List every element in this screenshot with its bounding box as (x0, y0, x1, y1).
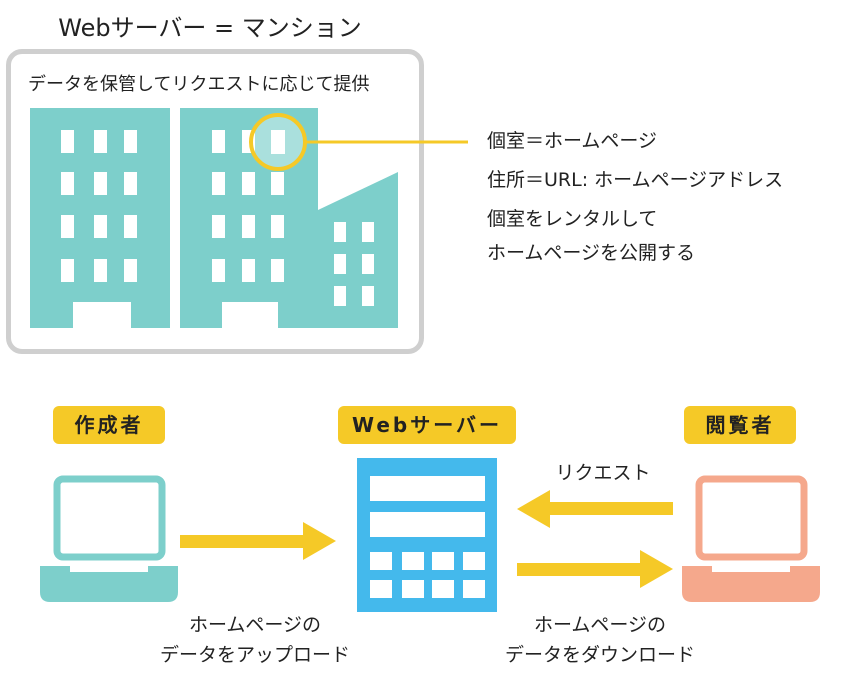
building-right (318, 172, 398, 328)
room-highlight (249, 113, 468, 171)
upload-arrow (180, 522, 336, 560)
download-label: ホームページの データをダウンロード (480, 610, 720, 670)
viewer-tag: 閲覧者 (684, 406, 796, 444)
download-label-line1: ホームページの (533, 614, 667, 636)
upload-label-line2: データをアップロード (159, 644, 350, 666)
server-tag: Webサーバー (338, 406, 516, 444)
upload-label: ホームページの データをアップロード (135, 610, 375, 670)
building-left (30, 108, 170, 328)
request-arrow (517, 490, 673, 528)
upload-label-line1: ホームページの (188, 614, 322, 636)
diagram-title: Webサーバー = マンション (58, 14, 362, 42)
note-address: 住所＝URL: ホームページアドレス (487, 169, 784, 191)
frame-caption: データを保管してリクエストに応じて提供 (28, 74, 370, 95)
note-rental: 個室をレンタルして (487, 208, 658, 230)
download-arrow (517, 550, 673, 588)
request-label: リクエスト (555, 462, 651, 484)
viewer-laptop-icon (682, 475, 820, 602)
creator-laptop-icon (40, 475, 178, 602)
creator-tag: 作成者 (53, 406, 165, 444)
note-room: 個室＝ホームページ (487, 130, 658, 152)
building-middle (180, 108, 318, 328)
download-label-line2: データをダウンロード (504, 644, 695, 666)
server-icon (357, 458, 497, 612)
note-publish: ホームページを公開する (487, 242, 696, 264)
